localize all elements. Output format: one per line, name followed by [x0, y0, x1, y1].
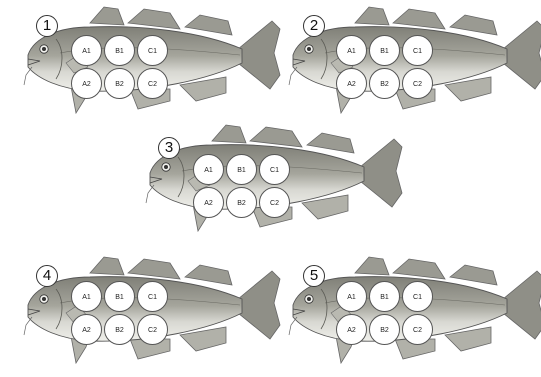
panel-number-1: 1 [36, 15, 58, 37]
sampling-site-a2: A2 [193, 187, 224, 218]
sampling-site-c1: C1 [402, 281, 433, 312]
sampling-site-c2: C2 [402, 68, 433, 99]
sampling-site-b1: B1 [226, 154, 257, 185]
sampling-site-c1: C1 [137, 281, 168, 312]
sampling-site-c1: C1 [259, 154, 290, 185]
sampling-site-b2: B2 [104, 68, 135, 99]
sampling-site-b2: B2 [226, 187, 257, 218]
sampling-site-c1: C1 [402, 35, 433, 66]
sampling-site-c2: C2 [137, 68, 168, 99]
panel-number-3: 3 [158, 137, 180, 159]
sampling-site-a1: A1 [336, 35, 367, 66]
sampling-site-a1: A1 [336, 281, 367, 312]
sampling-site-a2: A2 [71, 314, 102, 345]
sampling-site-a2: A2 [336, 68, 367, 99]
sampling-site-c2: C2 [137, 314, 168, 345]
panel-number-2: 2 [303, 15, 325, 37]
sampling-site-b2: B2 [369, 68, 400, 99]
sampling-site-b2: B2 [369, 314, 400, 345]
sampling-site-a1: A1 [71, 281, 102, 312]
panel-number-5: 5 [303, 265, 325, 287]
fish-illustration-4 [20, 255, 282, 370]
sampling-site-b2: B2 [104, 314, 135, 345]
sampling-site-a2: A2 [71, 68, 102, 99]
sampling-site-b1: B1 [104, 35, 135, 66]
sampling-site-c2: C2 [402, 314, 433, 345]
sampling-site-a1: A1 [193, 154, 224, 185]
panel-number-4: 4 [36, 265, 58, 287]
sampling-site-a1: A1 [71, 35, 102, 66]
sampling-site-b1: B1 [369, 35, 400, 66]
sampling-site-c2: C2 [259, 187, 290, 218]
sampling-site-b1: B1 [369, 281, 400, 312]
sampling-site-c1: C1 [137, 35, 168, 66]
sampling-site-a2: A2 [336, 314, 367, 345]
sampling-site-b1: B1 [104, 281, 135, 312]
